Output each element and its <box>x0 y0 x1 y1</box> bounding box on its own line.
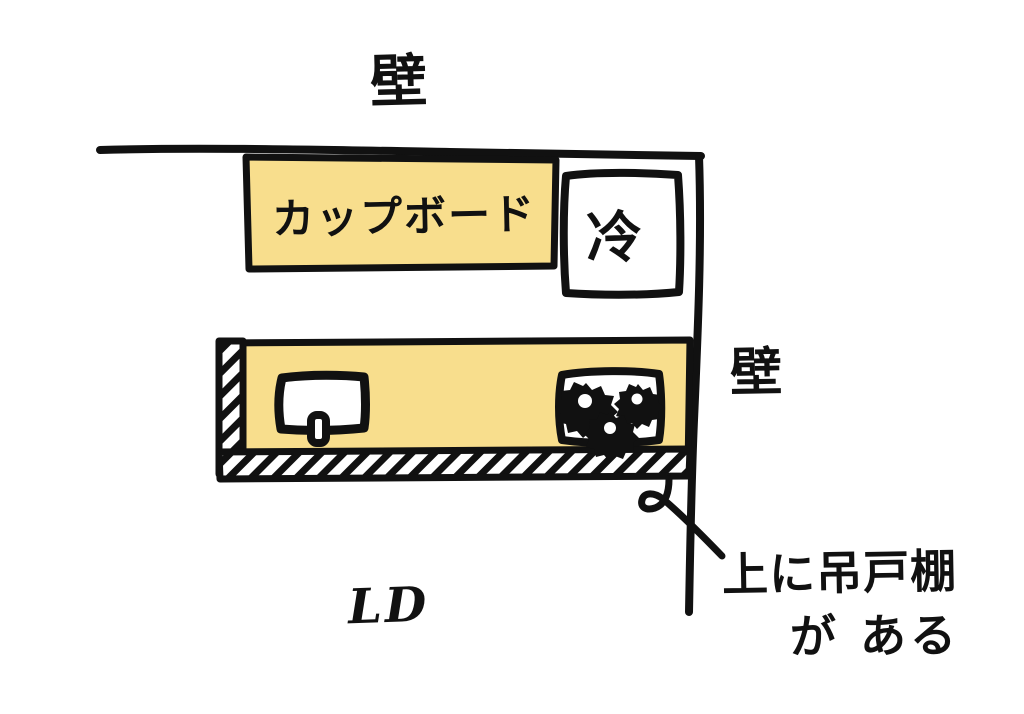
sink <box>274 370 370 447</box>
label-note-line-2: が ある <box>789 608 961 664</box>
label-living-dining: LD <box>347 576 431 636</box>
refrigerator-box <box>559 168 685 299</box>
note-leader-line <box>638 475 726 560</box>
label-note-line-1: 上に吊戸棚 <box>721 543 958 603</box>
counter-bottom-hatched-wall <box>215 445 694 483</box>
burner-right <box>614 384 664 429</box>
label-cupboard: カップボード <box>271 189 537 244</box>
stove-cooktop <box>555 367 666 461</box>
label-refrigerator: 冷 <box>585 205 644 272</box>
right-wall <box>685 152 705 616</box>
cupboard-block <box>242 153 560 273</box>
burner-center <box>584 412 639 461</box>
label-wall-top: 壁 <box>369 48 429 116</box>
label-wall-right: 壁 <box>729 342 783 404</box>
faucet <box>307 411 330 447</box>
top-wall <box>96 144 705 160</box>
